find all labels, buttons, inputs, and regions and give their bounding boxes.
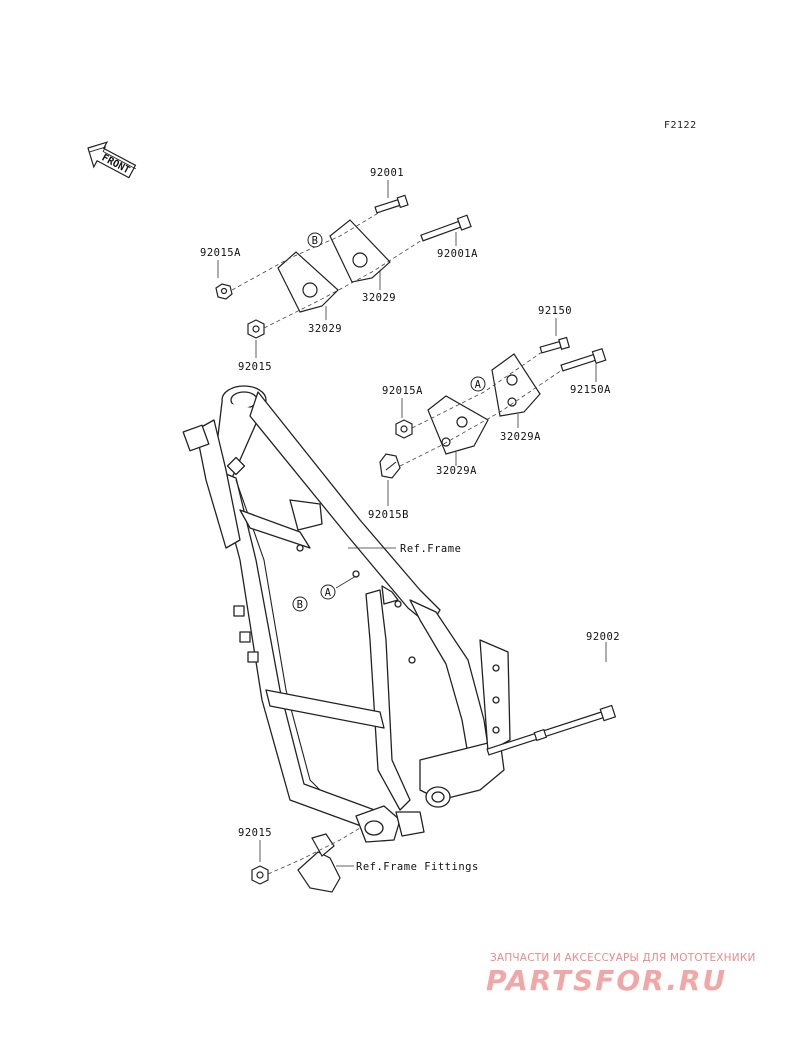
callout-b-top-label: B bbox=[312, 235, 319, 247]
watermark-tagline: ЗАПЧАСТИ И АКСЕССУАРЫ ДЛЯ МОТОТЕХНИКИ bbox=[490, 952, 756, 964]
label-32029A-left: 32029A bbox=[436, 465, 477, 477]
label-92015B: 92015B bbox=[368, 509, 409, 521]
label-32029A-right: 32029A bbox=[500, 431, 541, 443]
ref-frame-label: Ref.Frame bbox=[400, 543, 461, 555]
callout-a-top-label: A bbox=[475, 379, 482, 391]
figure-code: F2122 bbox=[664, 120, 697, 131]
bracket-32029-right bbox=[329, 219, 391, 283]
label-92001A: 92001A bbox=[437, 248, 478, 260]
label-92150: 92150 bbox=[538, 305, 572, 317]
label-32029-left: 32029 bbox=[308, 323, 342, 335]
label-92015-top: 92015 bbox=[238, 361, 272, 373]
bolt-92002 bbox=[486, 704, 617, 756]
callout-b-frame bbox=[292, 596, 308, 612]
label-92002: 92002 bbox=[586, 631, 620, 643]
callout-a-frame bbox=[320, 584, 336, 600]
bracket-32029A-right bbox=[491, 353, 541, 417]
front-arrow-icon: FRONT bbox=[87, 141, 137, 179]
callout-b-top bbox=[307, 232, 323, 248]
nut-92015-bottom bbox=[251, 865, 269, 885]
label-92015-bottom: 92015 bbox=[238, 827, 272, 839]
label-92001: 92001 bbox=[370, 167, 404, 179]
bolt-92150A bbox=[560, 347, 607, 372]
nut-92015A-mid bbox=[395, 419, 413, 439]
ref-frame-fittings-label: Ref.Frame Fittings bbox=[356, 861, 479, 873]
bolt-92150 bbox=[539, 336, 571, 354]
nut-92015A-top bbox=[215, 283, 233, 300]
motorcycle-frame bbox=[182, 385, 511, 843]
label-92150A: 92150A bbox=[570, 384, 611, 396]
bolt-92001 bbox=[374, 194, 409, 214]
watermark-logo: PARTSFOR.RU bbox=[486, 964, 728, 997]
label-32029-right: 32029 bbox=[362, 292, 396, 304]
label-92015A-top: 92015A bbox=[200, 247, 241, 259]
clamp-92015B bbox=[379, 453, 401, 479]
nut-92015-top bbox=[247, 319, 265, 339]
bracket-32029-left bbox=[277, 251, 339, 313]
callout-a-top bbox=[470, 376, 486, 392]
callout-b-frame-label: B bbox=[297, 599, 304, 611]
label-92015A-mid: 92015A bbox=[382, 385, 423, 397]
callout-a-frame-label: A bbox=[325, 587, 332, 599]
bolt-92001A bbox=[420, 214, 472, 242]
frame-fitting-bracket bbox=[297, 833, 341, 893]
